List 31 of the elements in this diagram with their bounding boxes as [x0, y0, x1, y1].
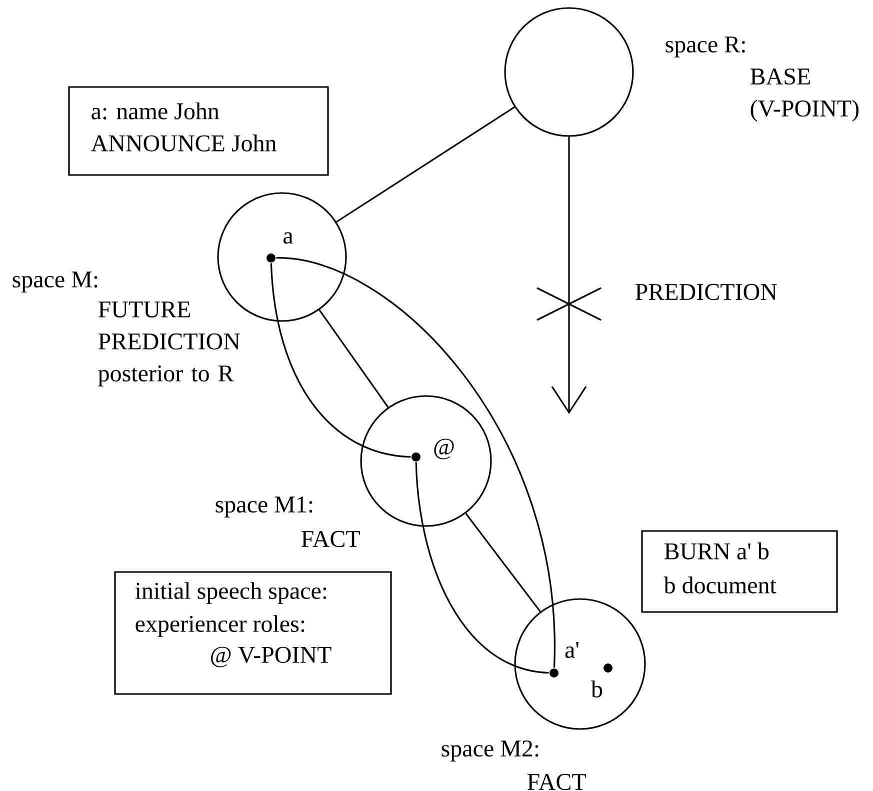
space-label: space R: — [666, 36, 745, 58]
node-label: b — [591, 680, 602, 698]
space-label: space M: — [12, 272, 98, 292]
space-circle — [360, 395, 492, 527]
space-label: space M1: — [216, 496, 312, 518]
node-label: a — [284, 232, 293, 244]
text-box: a: name John ANNOUNCE John — [68, 86, 329, 176]
space-circle — [504, 7, 634, 137]
space-label: space M2: — [442, 740, 538, 762]
node-label: @ — [434, 438, 454, 460]
connector-line — [336, 106, 515, 223]
edge-label: PREDICTION — [635, 284, 777, 300]
labeled-point: a — [266, 232, 293, 262]
curved-line — [276, 257, 556, 668]
labeled-point: b — [591, 664, 612, 698]
space-label: FACT — [528, 774, 586, 790]
connector-line — [465, 512, 541, 612]
connector-line — [318, 309, 389, 408]
space-label: FUTURE PREDICTION posterior to R — [98, 302, 240, 386]
text-box: BURN a' b b document — [641, 530, 838, 613]
space-circle — [217, 192, 347, 322]
text-box: initial speech space: experiencer roles: @ V-POINT — [114, 571, 392, 695]
curved-line — [270, 263, 411, 458]
space-circle — [514, 598, 646, 730]
labeled-point: a' — [550, 642, 578, 678]
labeled-point: @ — [412, 438, 454, 462]
curved-line — [415, 462, 549, 674]
space-label: FACT — [302, 530, 360, 548]
arrow — [551, 136, 587, 414]
node-label: a' — [565, 642, 578, 658]
space-label: BASE (V-POINT) — [750, 68, 859, 122]
